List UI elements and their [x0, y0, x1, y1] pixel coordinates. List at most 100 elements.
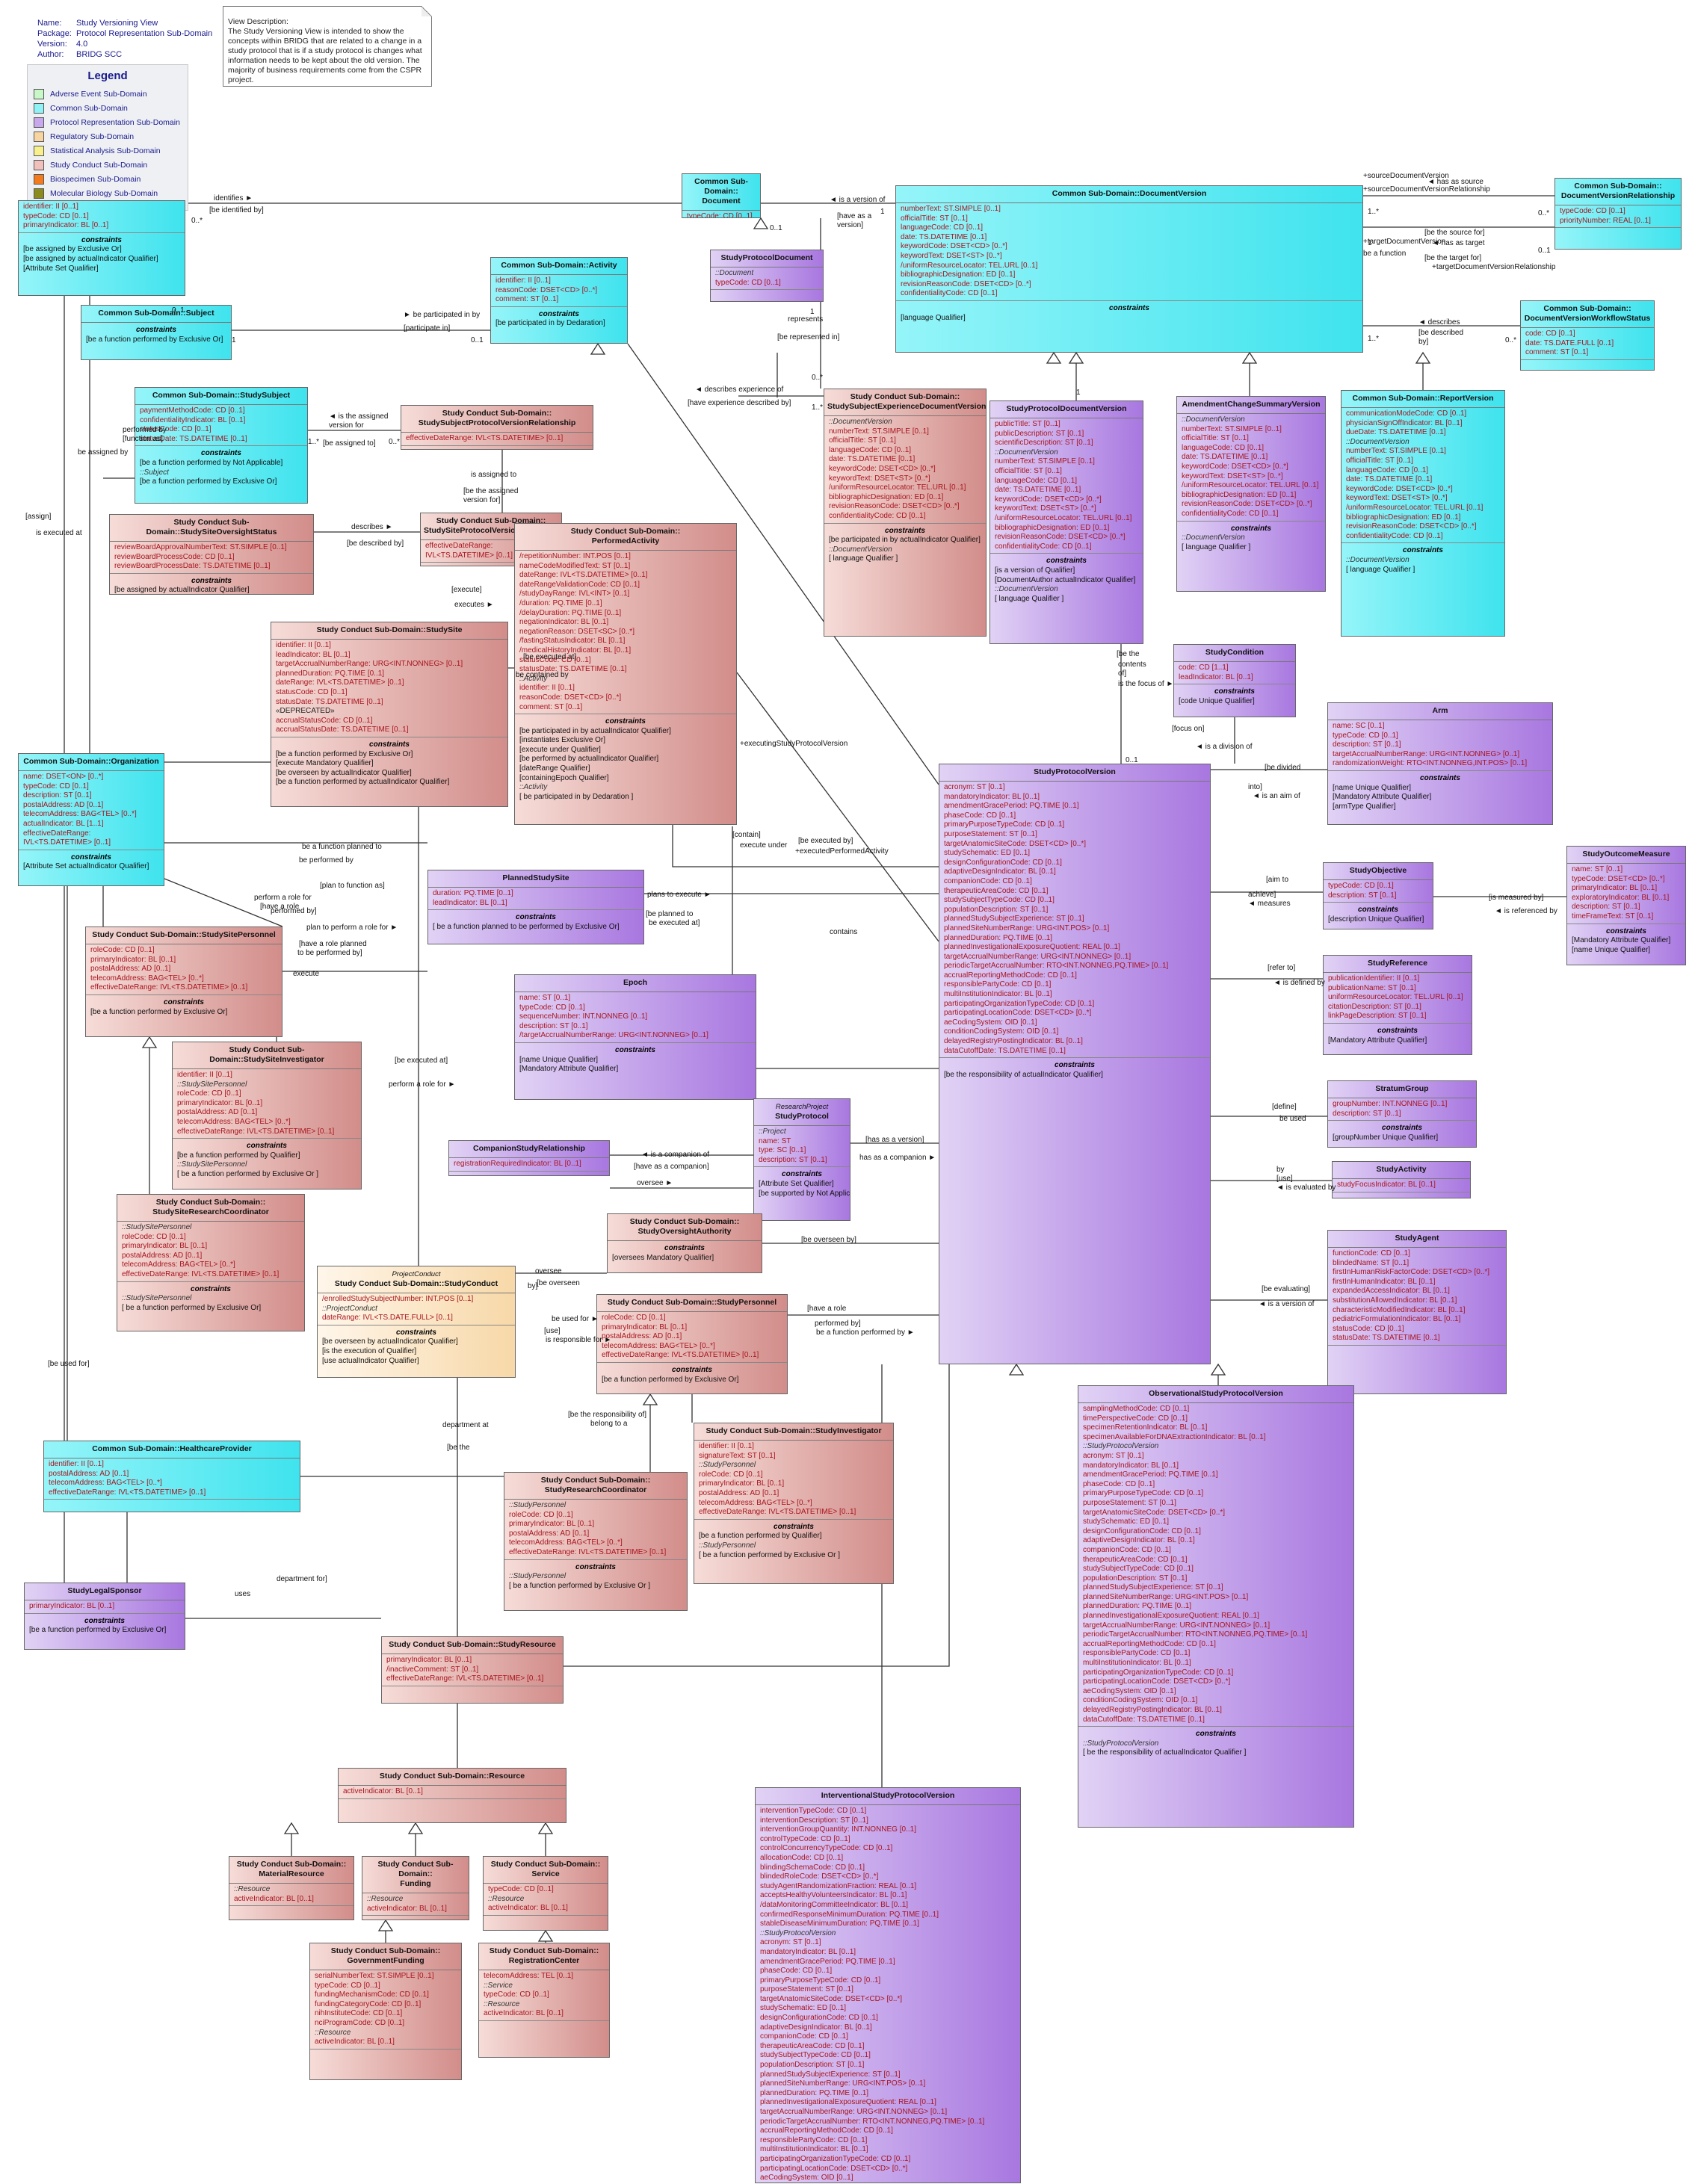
attribute: description: ST [0..1]: [1328, 891, 1397, 900]
attribute: keywordText: DSET<ST> [0..*]: [995, 504, 1096, 513]
attribute: signatureText: ST [0..1]: [699, 1451, 776, 1460]
attribute: dateRange: IVL<TS.DATE.FULL> [0..1]: [322, 1314, 453, 1323]
attribute: adaptiveDesignIndicator: BL [0..1]: [760, 2023, 872, 2032]
attribute: samplingMethodCode: CD [0..1]: [1083, 1405, 1190, 1413]
constraints-section: constraints[description Unique Qualifier…: [1324, 903, 1433, 926]
attribute: mandatoryIndicator: BL [0..1]: [760, 1947, 856, 1956]
attribute: populationDescription: ST [0..1]: [760, 2061, 865, 2070]
association-label: ◄ is an aim of: [1253, 792, 1300, 800]
class-sc-ssos[interactable]: Study Conduct Sub-Domain::StudySiteOvers…: [109, 514, 314, 595]
association-label: by]: [1418, 338, 1429, 346]
class-cm-partial[interactable]: identifier: II [0..1]typeCode: CD [0..1]…: [18, 200, 185, 296]
class-sc-sspepd[interactable]: Study Conduct Sub-Domain:: StudySubjectE…: [824, 389, 987, 637]
attribute: participatingLocationCode: DSET<CD> [0..…: [1083, 1677, 1231, 1686]
attribute: populationDescription: ST [0..1]: [944, 905, 1049, 914]
inherited-group: ::Resource: [367, 1895, 404, 1903]
attribute: revisionReasonCode: DSET<CD> [0..*]: [1182, 500, 1312, 509]
generalization-arrow: [141, 1036, 158, 1048]
class-sc-ssrc[interactable]: Study Conduct Sub-Domain:: StudySiteRese…: [117, 1194, 305, 1331]
class-sc-src[interactable]: Study Conduct Sub-Domain:: StudyResearch…: [504, 1472, 688, 1611]
association-label: [be identified by]: [209, 206, 264, 214]
attribute: mandatoryIndicator: BL [0..1]: [944, 792, 1040, 801]
class-sc-materialresource[interactable]: Study Conduct Sub-Domain:: MaterialResou…: [229, 1856, 354, 1920]
constraint: [be participated in by actualIndicator Q…: [519, 726, 671, 735]
constraints-title: constraints: [672, 1365, 712, 1374]
attribute: aeCodingSystem: OID [0..1]: [1083, 1686, 1176, 1695]
class-acsv[interactable]: AmendmentChangeSummaryVersion::DocumentV…: [1176, 396, 1326, 592]
association-label: be performed by: [299, 856, 353, 864]
constraints-section: constraints[be a function performed by N…: [135, 446, 307, 488]
constraint: [be performed by actualIndicator Qualifi…: [519, 755, 659, 764]
class-sc-regcenter[interactable]: Study Conduct Sub-Domain:: RegistrationC…: [478, 1943, 610, 2058]
class-sc-soa[interactable]: Study Conduct Sub-Domain:: StudyOversigh…: [607, 1213, 762, 1273]
class-cm-dvr[interactable]: Common Sub-Domain:: DocumentVersionRelat…: [1554, 178, 1682, 250]
attribute: officialTitle: ST [0..1]: [1346, 456, 1413, 465]
association-label: [focus on]: [1172, 725, 1205, 733]
legend-label: Common Sub-Domain: [50, 103, 128, 113]
class-sc-sspvr[interactable]: Study Conduct Sub-Domain:: StudySubjectP…: [401, 405, 593, 450]
constraints-section: constraints::StudySitePersonnel[ be a fu…: [117, 1282, 304, 1315]
class-sc-studyinvestigator[interactable]: Study Conduct Sub-Domain::StudyInvestiga…: [694, 1423, 894, 1584]
constraints-section: constraints[groupNumber Unique Qualifier…: [1328, 1121, 1476, 1144]
class-sc-ssp[interactable]: Study Conduct Sub-Domain::StudySitePerso…: [85, 927, 282, 1037]
inherited-group: ::ProjectConduct: [322, 1304, 377, 1313]
association-label: ◄ describes experience of: [695, 386, 784, 394]
association-label: uses: [235, 1590, 251, 1598]
attribute: purposeStatement: ST [0..1]: [1083, 1498, 1176, 1507]
attribute: primaryIndicator: BL [0..1]: [386, 1656, 472, 1664]
class-sc-studypersonnel[interactable]: Study Conduct Sub-Domain::StudyPersonnel…: [596, 1294, 788, 1394]
association-label: contents: [1118, 661, 1146, 669]
association-label: [be the source for]: [1424, 229, 1485, 237]
inherited-group: ::Document: [715, 269, 754, 277]
attribute: typeCode: CD [0..1]: [1560, 207, 1625, 215]
class-sc-performedactivity[interactable]: Study Conduct Sub-Domain:: PerformedActi…: [514, 523, 737, 825]
attribute-section: identifier: II [0..1]postalAddress: AD […: [44, 1458, 300, 1500]
attribute: effectiveDateRange: IVL<TS.DATETIME> [0.…: [177, 1127, 335, 1136]
class-sc-govfunding[interactable]: Study Conduct Sub-Domain:: GovernmentFun…: [309, 1943, 462, 2080]
association-label: belong to a: [590, 1420, 628, 1428]
association-label: [be overseen: [537, 1279, 580, 1287]
attribute: duration: PQ.TIME [0..1]: [433, 889, 513, 897]
class-cm-dvws[interactable]: Common Sub-Domain:: DocumentVersionWorkf…: [1520, 300, 1655, 371]
generalization-arrow: [537, 1822, 554, 1834]
attribute: activeIndicator: BL [0..1]: [488, 1904, 568, 1913]
class-sc-funding[interactable]: Study Conduct Sub-Domain:: Funding::Reso…: [362, 1856, 469, 1920]
constraints-section: constraints[Attribute Set Qualifier][be …: [754, 1167, 850, 1200]
attribute: plannedSiteNumberRange: URG<INT.POS> [0.…: [760, 2079, 926, 2088]
class-sc-ssi[interactable]: Study Conduct Sub-Domain::StudySiteInves…: [172, 1042, 362, 1190]
attribute: periodicTargetAccrualNumber: RTO<INT.NON…: [760, 2117, 985, 2126]
